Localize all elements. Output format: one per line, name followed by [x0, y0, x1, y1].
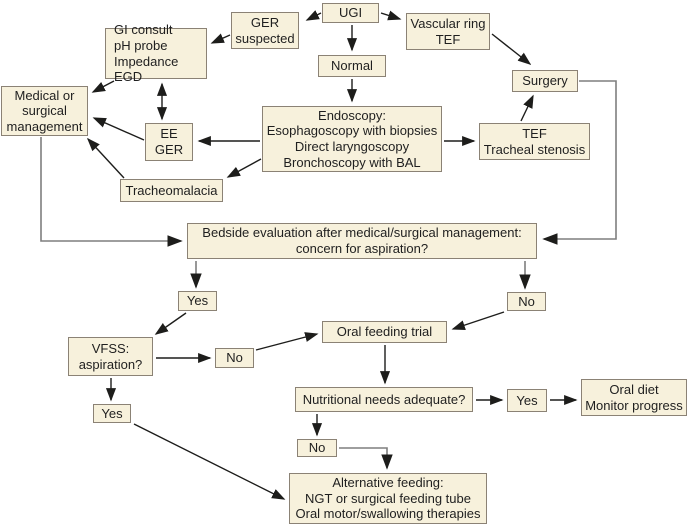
arrow-ugi-to-ger-suspected — [305, 10, 322, 21]
node-medical-surgical-management: Medical or surgical management — [1, 86, 88, 136]
node-no-nutrition: No — [297, 439, 337, 457]
arrow-ugi-to-vascular-ring — [380, 10, 402, 21]
node-vfss-aspiration: VFSS: aspiration? — [68, 337, 153, 376]
node-vascular-ring-tef: Vascular ring TEF — [406, 13, 490, 50]
node-bedside-evaluation: Bedside evaluation after medical/surgica… — [187, 223, 537, 259]
node-nutritional-needs: Nutritional needs adequate? — [295, 387, 473, 412]
node-ger-suspected: GER suspected — [231, 12, 299, 49]
arrow-ger-suspected-to-gi-consult — [210, 33, 231, 44]
node-yes-vfss: Yes — [93, 404, 131, 423]
node-ugi: UGI — [322, 3, 379, 23]
arrow-vascular-ring-to-surgery — [491, 33, 532, 65]
arrow-ee-ger-to-management — [92, 117, 145, 141]
node-yes-nutrition: Yes — [507, 389, 547, 412]
arrow-yes-to-alternative-feeding — [133, 423, 286, 500]
arrow-yes-to-vfss — [154, 312, 187, 335]
elbow-surgery-to-bedside — [542, 80, 617, 245]
node-oral-feeding-trial: Oral feeding trial — [322, 321, 447, 343]
arrow-endoscopy-to-tracheomalacia — [226, 158, 262, 178]
node-yes-aspiration-concern: Yes — [178, 291, 217, 311]
node-ee-ger: EE GER — [145, 123, 193, 161]
node-no-aspiration-concern: No — [507, 292, 546, 311]
node-surgery: Surgery — [512, 70, 578, 92]
arrow-tracheomalacia-to-management — [86, 137, 125, 179]
arrow-tef-stenosis-to-surgery — [520, 94, 534, 122]
node-normal: Normal — [318, 55, 386, 77]
node-tef-tracheal-stenosis: TEF Tracheal stenosis — [479, 123, 590, 160]
node-alternative-feeding: Alternative feeding: NGT or surgical fee… — [289, 473, 487, 524]
elbow-management-to-bedside — [40, 137, 183, 247]
arrow-no-to-oral-feeding-trial-left — [255, 332, 319, 351]
arrow-no-to-oral-feeding-trial — [451, 311, 505, 331]
node-no-vfss: No — [215, 348, 254, 368]
node-gi-consult: GI consult pH probe Impedance EGD — [105, 22, 207, 84]
node-oral-diet-monitor: Oral diet Monitor progress — [581, 379, 687, 416]
elbow-no-to-alternative-feeding — [339, 447, 393, 470]
node-endoscopy: Endoscopy: Esophagoscopy with biopsies D… — [262, 106, 442, 172]
arrow-gi-consult-to-management — [91, 80, 115, 93]
node-tracheomalacia: Tracheomalacia — [120, 179, 223, 202]
